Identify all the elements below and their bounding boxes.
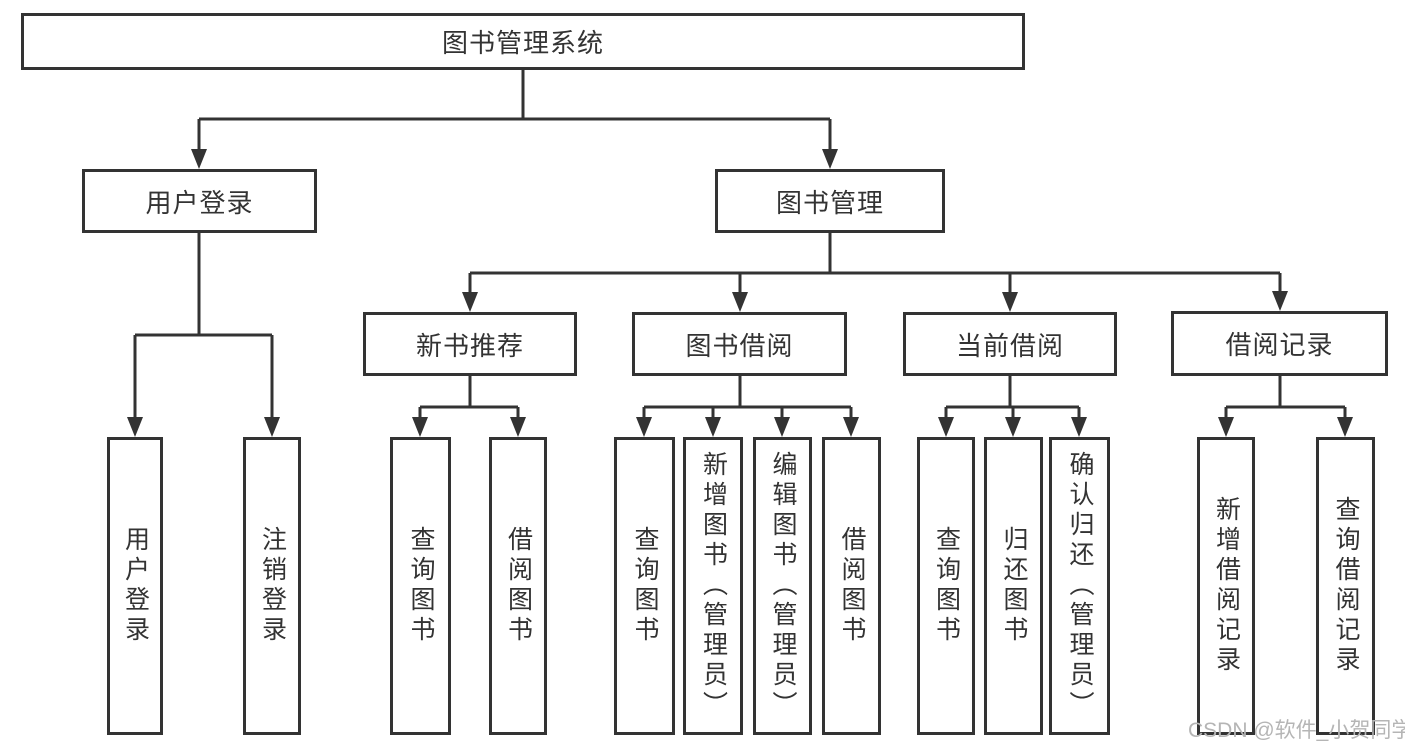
leaf-edit-book-admin: 编辑图书（管理员） — [753, 437, 812, 735]
node-user-login: 用户登录 — [82, 169, 317, 233]
leaf-query-borrow-record: 查询借阅记录 — [1316, 437, 1375, 735]
leaf-return-books: 归还图书 — [984, 437, 1043, 735]
leaf-add-borrow-record: 新增借阅记录 — [1197, 437, 1255, 735]
node-book-borrowing: 图书借阅 — [632, 312, 847, 376]
node-book-management: 图书管理 — [715, 169, 945, 233]
node-current-borrowing: 当前借阅 — [903, 312, 1117, 376]
leaf-confirm-return-admin: 确认归还（管理员） — [1049, 437, 1110, 735]
leaf-borrow-books-recommend: 借阅图书 — [489, 437, 547, 735]
csdn-watermark: CSDN @软件_小贺同学 — [1188, 719, 1405, 742]
leaf-borrow-books-borrowing: 借阅图书 — [822, 437, 881, 735]
leaf-query-books-borrowing: 查询图书 — [614, 437, 675, 735]
leaf-logout-login: 注销登录 — [243, 437, 301, 735]
leaf-add-book-admin: 新增图书（管理员） — [683, 437, 743, 735]
node-library-management-system: 图书管理系统 — [21, 13, 1025, 70]
leaf-query-books-current: 查询图书 — [917, 437, 975, 735]
leaf-query-books-recommend: 查询图书 — [390, 437, 451, 735]
leaf-user-login: 用户登录 — [107, 437, 163, 735]
node-new-book-recommend: 新书推荐 — [363, 312, 577, 376]
node-borrowing-records: 借阅记录 — [1171, 311, 1388, 376]
